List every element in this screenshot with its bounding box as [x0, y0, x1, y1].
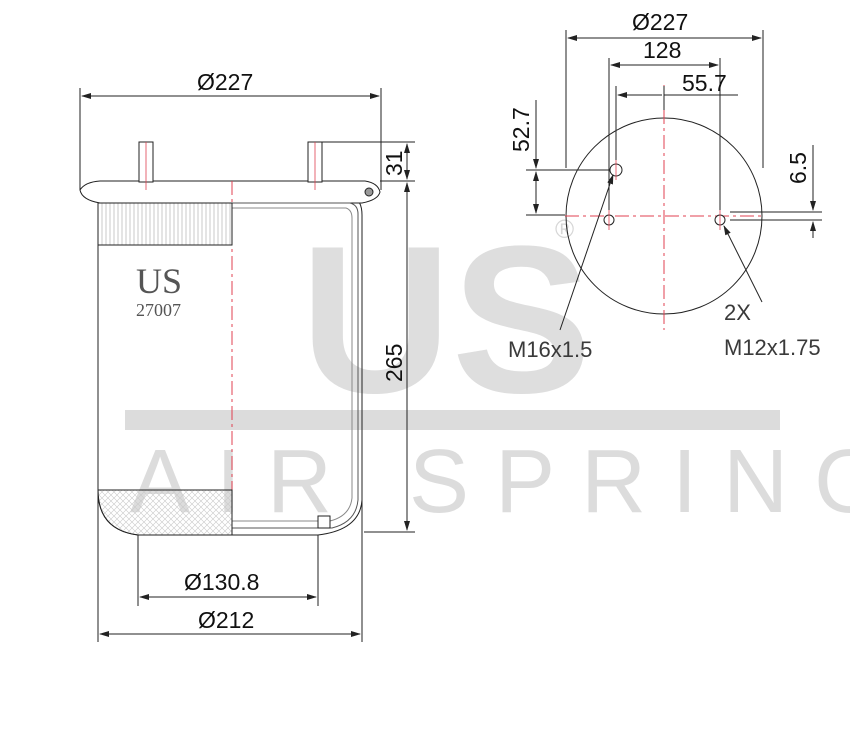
dim-piston-diameter: Ø130.8 [184, 569, 259, 595]
dim-overall-diameter: Ø227 [632, 9, 688, 35]
dim-bottom-diameter: Ø212 [198, 607, 254, 633]
part-brand: US [136, 261, 182, 301]
bead-plate [79, 180, 381, 204]
bead-ring [364, 187, 374, 197]
watermark-registered-mark: ® [555, 214, 574, 244]
dim-small-offset: 6.5 [785, 152, 811, 184]
top-view [559, 85, 765, 331]
watermark-tagline: AIR SPRING [130, 432, 850, 532]
side-view [79, 141, 381, 536]
side-view-dimensions [79, 88, 415, 642]
knurled-piston [97, 489, 233, 536]
section-inner-wall [232, 207, 353, 522]
ribbed-band [97, 202, 233, 246]
top-view-dimensions [526, 30, 822, 238]
thread-secondary-label: M12x1.75 [724, 335, 821, 360]
dim-height: 265 [381, 344, 407, 382]
section-wall [232, 202, 359, 529]
part-number: 27007 [136, 300, 181, 320]
dim-offset: 55.7 [682, 70, 727, 96]
thread-count-label: 2X [724, 300, 751, 325]
dim-stud-height: 31 [381, 150, 407, 176]
watermark-bar [125, 410, 780, 430]
piston-step [317, 515, 331, 529]
thread-main-label: M16x1.5 [508, 337, 592, 362]
watermark: US ® AIR SPRING [125, 202, 850, 532]
dim-vertical-offset: 52.7 [508, 107, 534, 152]
dim-top-diameter: Ø227 [197, 69, 253, 95]
watermark-logo: US [300, 202, 592, 437]
dim-stud-spacing: 128 [643, 37, 681, 63]
